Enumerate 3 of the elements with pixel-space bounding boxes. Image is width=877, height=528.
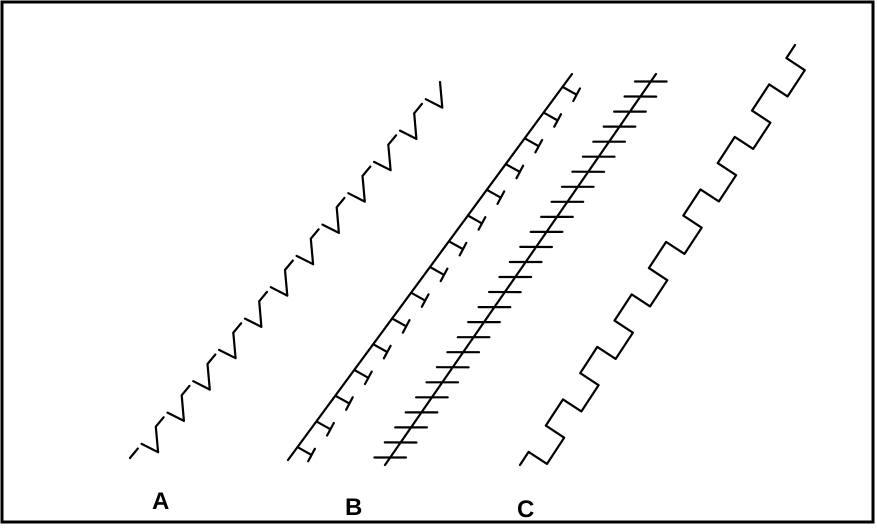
pattern-label: A [152,490,170,514]
pattern-label: B [345,496,362,520]
pattern-label: C [517,498,534,522]
